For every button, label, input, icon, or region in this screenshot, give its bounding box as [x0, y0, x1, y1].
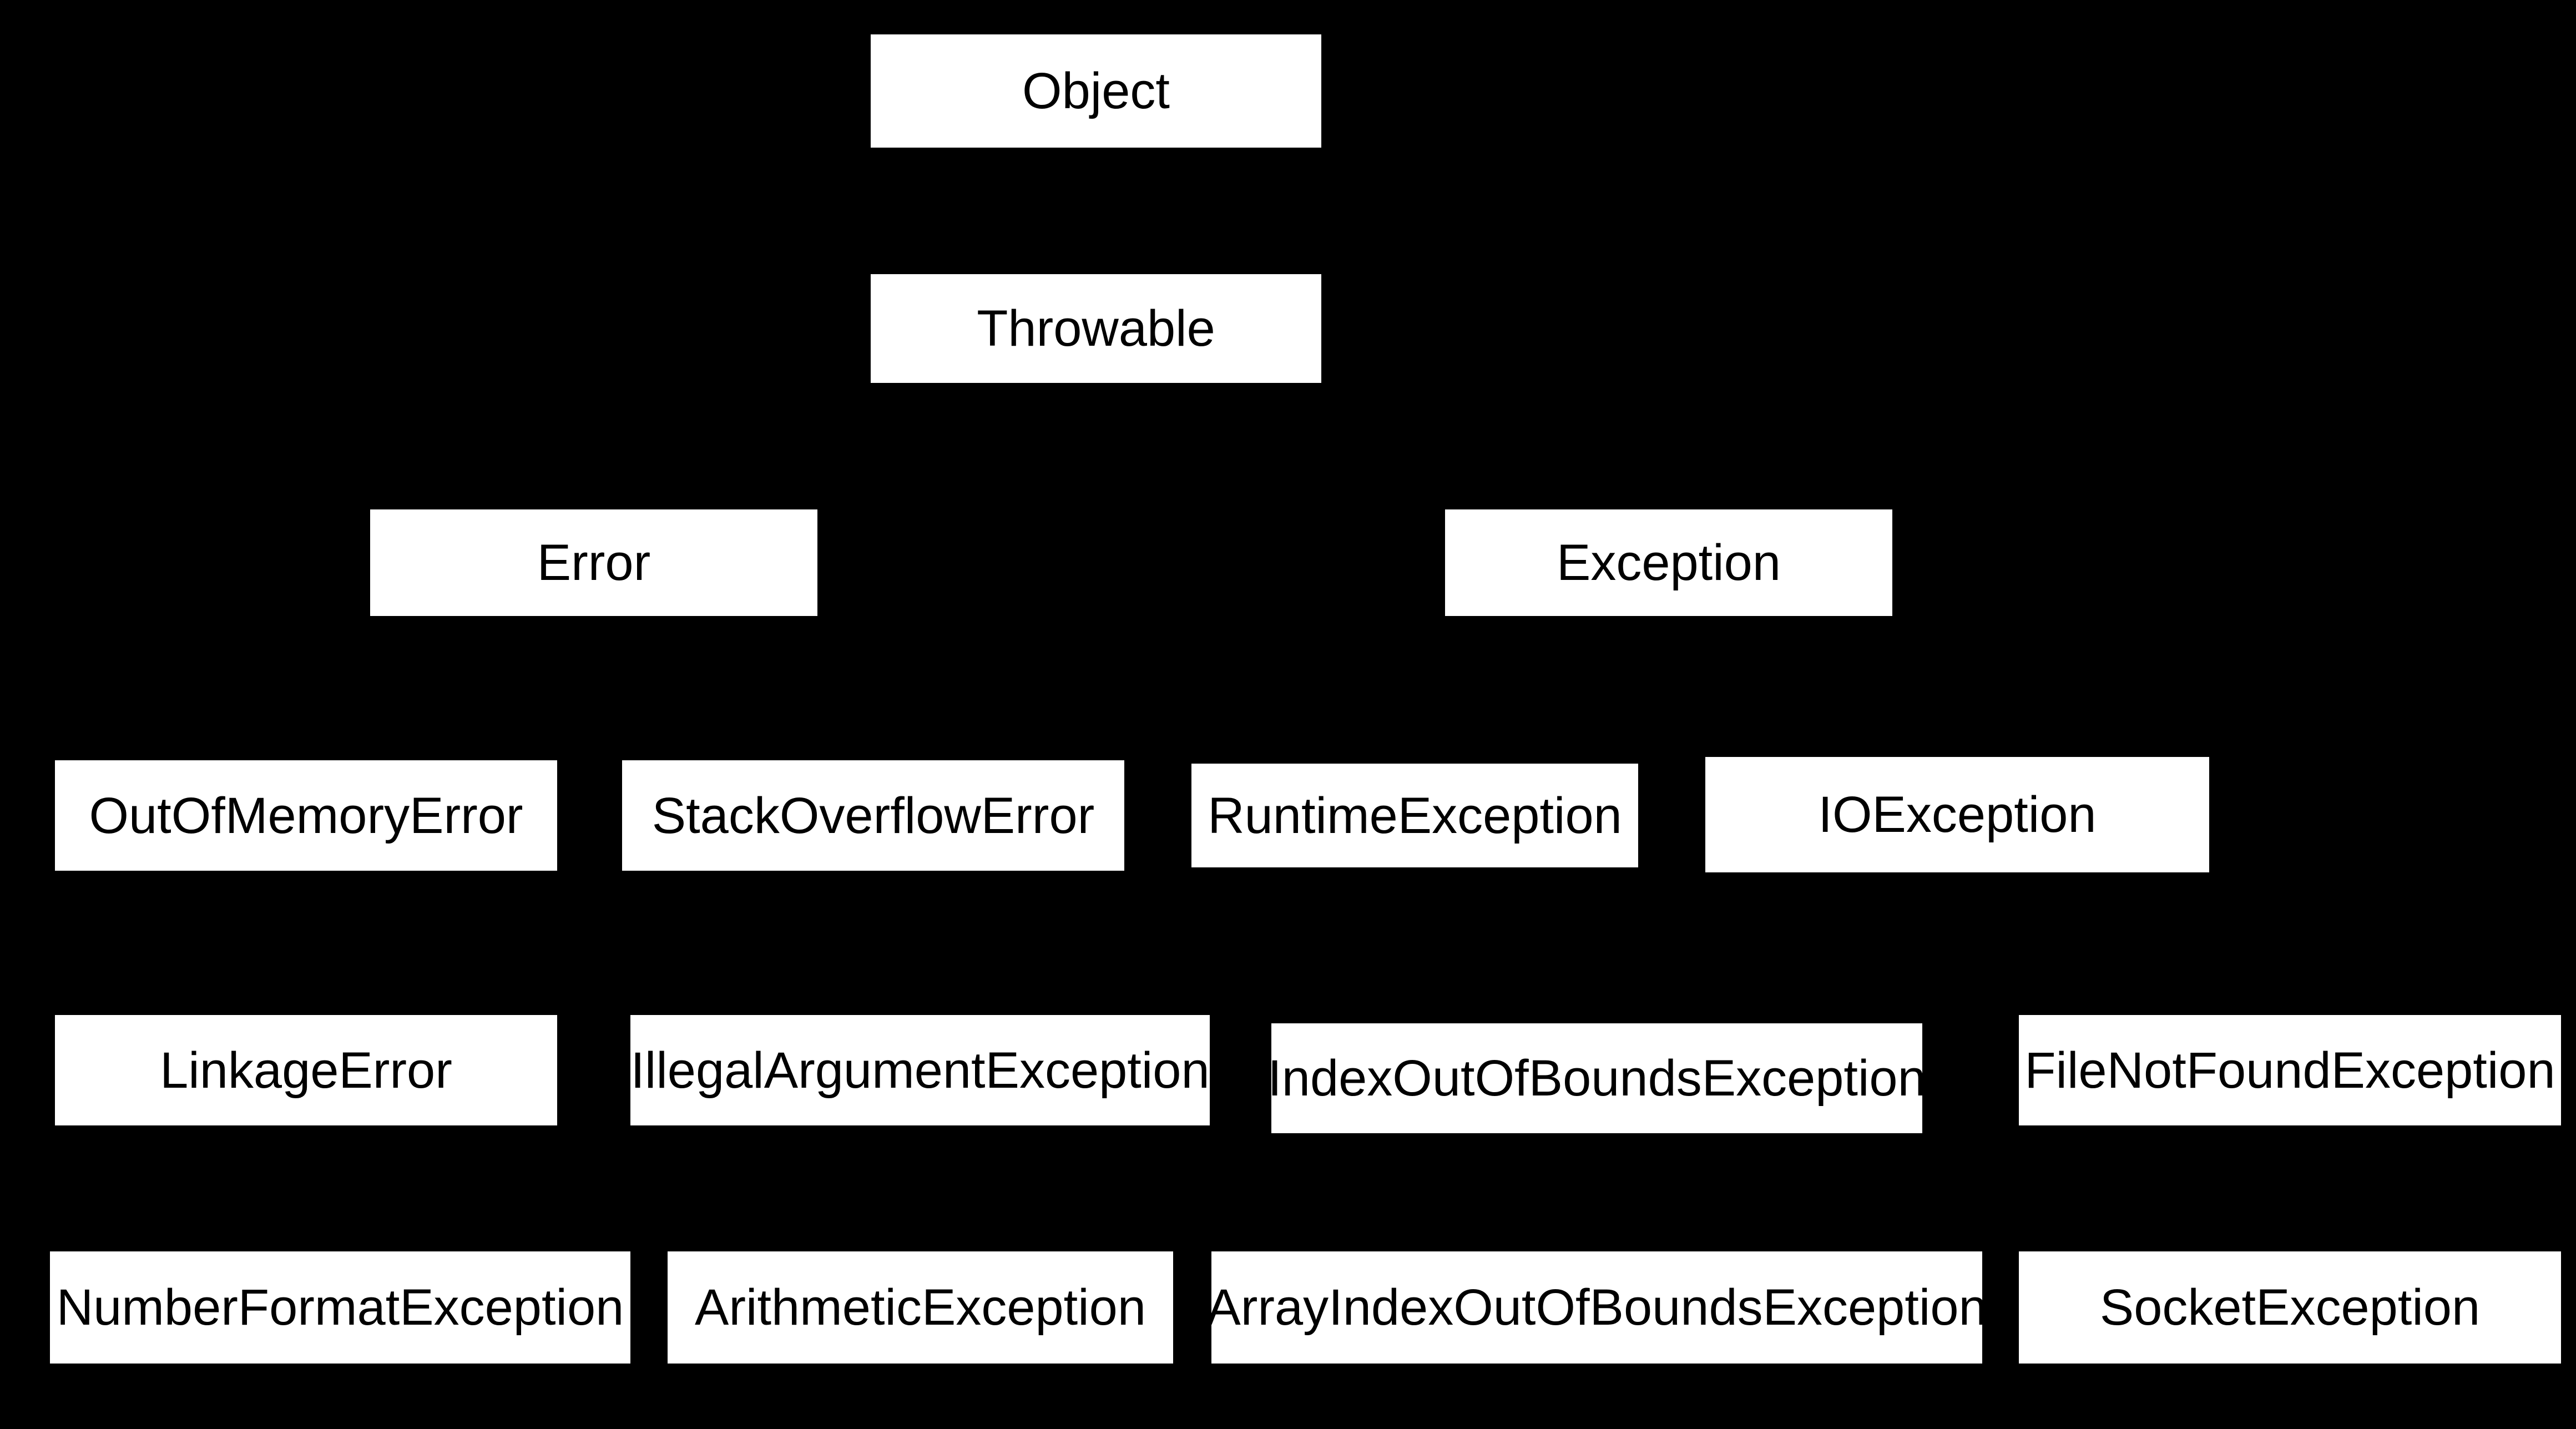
node-throwable: Throwable	[871, 274, 1321, 383]
node-index-out-of-bounds-exception: IndexOutOfBoundsException	[1267, 1023, 1926, 1133]
node-error: Error	[370, 509, 817, 616]
node-number-format-exception: NumberFormatException	[50, 1251, 630, 1364]
node-arithmetic-exception: ArithmeticException	[668, 1251, 1173, 1364]
node-runtime-exception: RuntimeException	[1191, 764, 1638, 867]
node-linkage-error: LinkageError	[55, 1015, 557, 1125]
node-out-of-memory-error: OutOfMemoryError	[55, 760, 557, 871]
node-file-not-found-exception: FileNotFoundException	[2019, 1015, 2561, 1125]
node-illegal-argument-exception: IllegalArgumentException	[630, 1015, 1210, 1125]
node-exception: Exception	[1445, 509, 1892, 616]
node-io-exception: IOException	[1705, 757, 2209, 872]
node-object: Object	[871, 34, 1321, 148]
node-array-index-out-of-bounds-exception: ArrayIndexOutOfBoundsException	[1206, 1251, 1987, 1364]
node-socket-exception: SocketException	[2019, 1251, 2561, 1364]
node-stack-overflow-error: StackOverflowError	[622, 760, 1124, 871]
